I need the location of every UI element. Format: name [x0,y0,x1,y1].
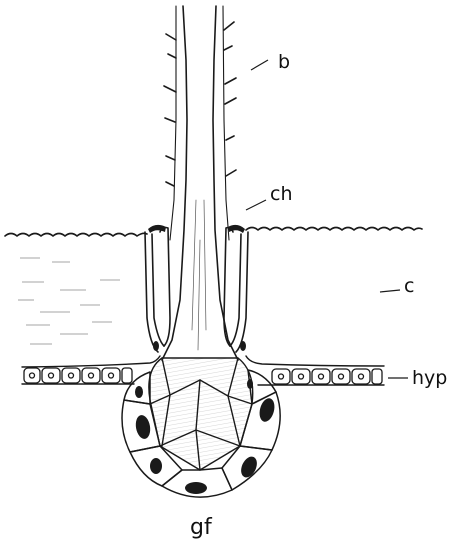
chitin-rim-right [228,225,245,233]
hypodermis-cells-right [272,369,382,384]
cuticle-surface-left [5,233,147,236]
hypodermis-line-left-upper [22,356,160,367]
cuticle-surface-right [246,228,422,231]
label-hyp: hyp [412,367,447,389]
bristle-shaft [162,6,238,360]
label-c: c [404,275,414,297]
hypodermis-cells-left [24,368,132,383]
hypodermis-line-right-upper [246,356,384,366]
label-b: b [278,51,290,73]
chitin-rim-left [148,225,166,233]
central-follicle-cells [149,358,253,470]
cuticle-stipple [18,258,120,344]
leader-lines [246,60,408,378]
label-gf: gf [190,515,213,540]
follicle-sheath [145,228,248,353]
label-ch: ch [270,183,293,205]
